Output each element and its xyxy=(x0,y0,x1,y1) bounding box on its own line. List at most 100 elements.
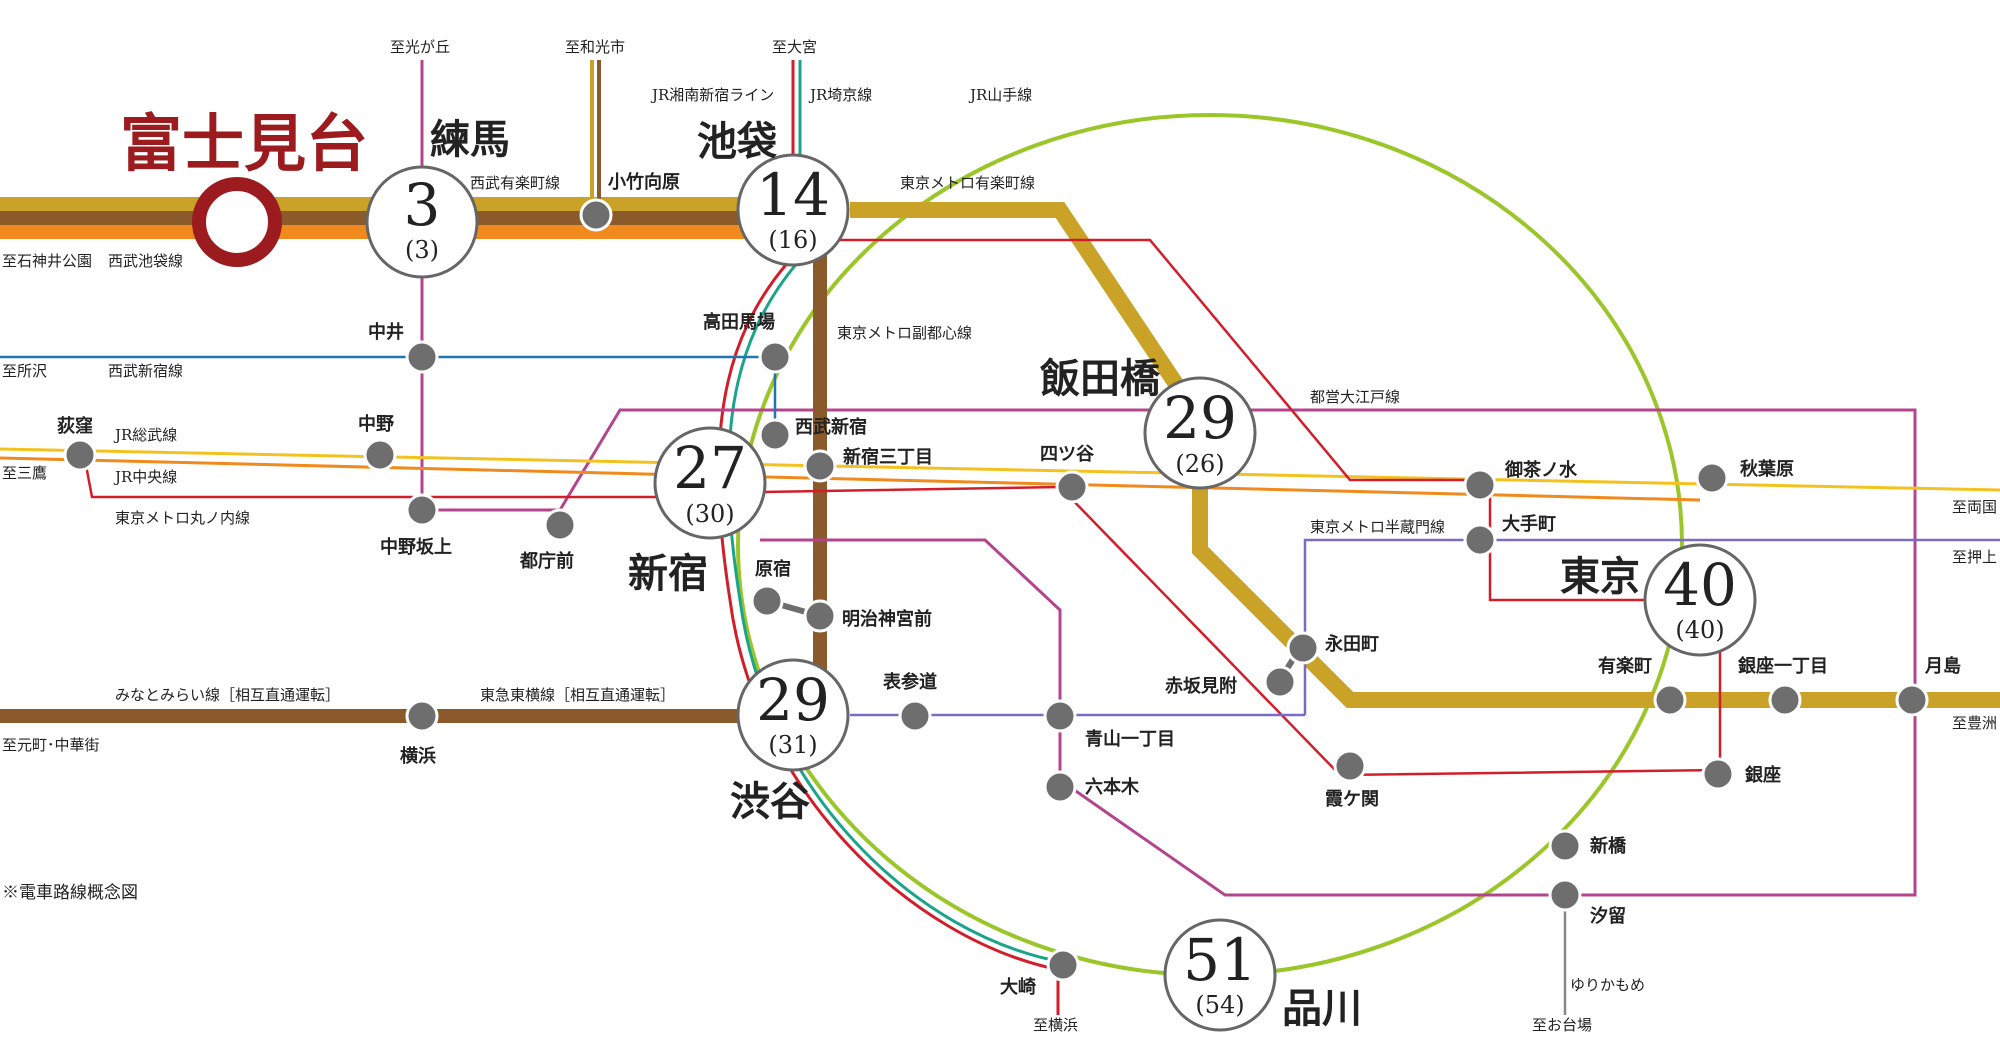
hub-shinjuku-min-peak: (30) xyxy=(685,500,734,528)
hub-shibuya-min-peak: (31) xyxy=(768,731,817,759)
dir-wakoshi: 至和光市 xyxy=(565,38,625,56)
diagram-note: ※電車路線概念図 xyxy=(2,882,138,903)
station-ochanomizu-dot[interactable] xyxy=(1463,468,1497,502)
hanzomon-line xyxy=(1303,538,2000,715)
hub-nerima[interactable]: 3 (3) 練馬 xyxy=(365,116,510,279)
hub-tokyo-min-peak: (40) xyxy=(1675,616,1724,644)
jr-chuo-line xyxy=(0,456,1701,502)
line-yamanote-label: JR山手線 xyxy=(968,86,1032,104)
station-shiodome-dot[interactable] xyxy=(1548,878,1582,912)
station-shimbashi-dot[interactable] xyxy=(1548,829,1582,863)
station-harajuku-label: 原宿 xyxy=(755,558,791,580)
hub-iidabashi-min-peak: (26) xyxy=(1175,450,1224,478)
station-seibushinjuku-label: 西武新宿 xyxy=(795,416,867,438)
line-fukutoshin-label: 東京メトロ副都心線 xyxy=(837,324,972,342)
line-seibu-ikebukuro-label: 西武池袋線 xyxy=(108,252,183,270)
station-aoyamaitchome-dot[interactable] xyxy=(1043,699,1077,733)
line-yurakucho-label: 東京メトロ有楽町線 xyxy=(900,174,1035,192)
line-jr-sobu-label: JR総武線 xyxy=(113,426,177,444)
station-yotsuya-label: 四ツ谷 xyxy=(1040,444,1095,465)
station-otemachi-label: 大手町 xyxy=(1502,513,1556,535)
station-takadanobaba-dot[interactable] xyxy=(758,340,792,374)
station-seibushinjuku-dot[interactable] xyxy=(758,418,792,452)
station-meijijingumae-label: 明治神宮前 xyxy=(842,608,932,630)
line-oedo-label: 都営大江戸線 xyxy=(1310,388,1400,406)
station-nakano-label: 中野 xyxy=(358,413,394,435)
station-ginza-label: 銀座 xyxy=(1745,764,1781,786)
dir-yokohama: 至横浜 xyxy=(1033,1016,1078,1034)
station-nagatacho-label: 永田町 xyxy=(1324,633,1379,655)
station-shimbashi-label: 新橋 xyxy=(1590,835,1627,857)
hub-tokyo-min: 40 xyxy=(1663,551,1737,619)
station-yurakucho-dot[interactable] xyxy=(1653,683,1687,717)
hub-shibuya[interactable]: 29 (31) 渋谷 xyxy=(730,658,850,825)
line-yurikamome-label: ゆりかもめ xyxy=(1570,976,1645,994)
hub-shinagawa-min-peak: (54) xyxy=(1195,991,1244,1019)
hub-shibuya-min: 29 xyxy=(756,666,830,734)
hub-ikebukuro[interactable]: 14 (16) 池袋 xyxy=(697,118,850,267)
station-meijijingumae-dot[interactable] xyxy=(803,599,837,633)
station-otemachi-dot[interactable] xyxy=(1463,523,1497,557)
hub-shinagawa[interactable]: 51 (54) 品川 xyxy=(1163,918,1362,1032)
yurakucho-line xyxy=(850,202,2000,708)
line-seibu-shinjuku-label: 西武新宿線 xyxy=(108,362,183,380)
line-minatomirai-label: みなとみらい線［相互直通運転］ xyxy=(115,686,340,704)
station-shiodome-label: 汐留 xyxy=(1590,905,1626,927)
origin-station-marker[interactable] xyxy=(192,177,282,267)
station-shinjukusanchome-dot[interactable] xyxy=(803,449,837,483)
dir-shakujii: 至石神井公園 xyxy=(2,252,92,270)
hub-iidabashi-name: 飯田橋 xyxy=(1040,355,1160,402)
station-osaki-dot[interactable] xyxy=(1046,948,1080,982)
line-saikyo-label: JR埼京線 xyxy=(808,86,872,104)
station-ginzaitchome-dot[interactable] xyxy=(1768,683,1802,717)
hub-iidabashi[interactable]: 29 (26) 飯田橋 xyxy=(1040,355,1257,490)
dir-odaiba: 至お台場 xyxy=(1532,1016,1592,1034)
hub-nerima-min: 3 xyxy=(404,171,441,239)
hub-shinagawa-name: 品川 xyxy=(1282,985,1362,1032)
station-tochomae-dot[interactable] xyxy=(543,508,577,542)
hub-tokyo[interactable]: 40 (40) 東京 xyxy=(1560,543,1757,657)
station-kotakemukaihara-label: 小竹向原 xyxy=(608,171,680,193)
station-akasakamitsuke-dot[interactable] xyxy=(1263,665,1297,699)
hub-ikebukuro-min-peak: (16) xyxy=(768,226,817,254)
hub-shinjuku[interactable]: 27 (30) 新宿 xyxy=(628,426,767,597)
station-kotakemukaihara-dot[interactable] xyxy=(579,198,613,232)
station-kasumigaseki-dot[interactable] xyxy=(1333,749,1367,783)
jr-sobu-line xyxy=(0,447,2000,492)
hub-nerima-name: 練馬 xyxy=(430,116,510,163)
station-roppongi-dot[interactable] xyxy=(1043,770,1077,804)
station-nakai-label: 中井 xyxy=(368,321,404,343)
station-nagatacho-dot[interactable] xyxy=(1286,631,1320,665)
hub-shinjuku-name: 新宿 xyxy=(628,550,708,597)
station-yotsuya-dot[interactable] xyxy=(1055,470,1089,504)
station-akihabara-label: 秋葉原 xyxy=(1740,458,1794,480)
dir-hikarigaoka: 至光が丘 xyxy=(390,38,450,56)
station-ogikubo-dot[interactable] xyxy=(63,438,97,472)
dir-motomachi: 至元町･中華街 xyxy=(2,736,100,754)
station-nakai-dot[interactable] xyxy=(405,340,439,374)
station-tsukishima-dot[interactable] xyxy=(1895,683,1929,717)
station-omotesando-dot[interactable] xyxy=(898,699,932,733)
dir-toyosu: 至豊洲 xyxy=(1952,714,1997,732)
line-seibu-yurakucho-label: 西武有楽町線 xyxy=(470,174,560,192)
station-omotesando-label: 表参道 xyxy=(883,671,937,693)
hub-ikebukuro-min: 14 xyxy=(756,161,830,229)
station-akihabara-dot[interactable] xyxy=(1695,461,1729,495)
dir-tokorozawa: 至所沢 xyxy=(2,362,47,380)
station-aoyamaitchome-label: 青山一丁目 xyxy=(1085,729,1175,750)
dir-ryogoku: 至両国 xyxy=(1952,498,1997,516)
station-osaki-label: 大崎 xyxy=(1000,976,1036,998)
hub-iidabashi-min: 29 xyxy=(1163,384,1237,452)
hub-tokyo-name: 東京 xyxy=(1560,553,1640,600)
station-roppongi-label: 六本木 xyxy=(1085,776,1140,798)
station-yokohama-dot[interactable] xyxy=(405,699,439,733)
station-akasakamitsuke-label: 赤坂見附 xyxy=(1165,675,1237,697)
station-nakanosakaue-dot[interactable] xyxy=(405,493,439,527)
station-harajuku-dot[interactable] xyxy=(750,584,784,618)
station-nakano-dot[interactable] xyxy=(363,438,397,472)
station-tochomae-label: 都庁前 xyxy=(519,550,574,572)
line-jr-chuo-label: JR中央線 xyxy=(113,468,177,486)
hub-ikebukuro-name: 池袋 xyxy=(697,118,777,165)
station-ginza-dot[interactable] xyxy=(1701,757,1735,791)
